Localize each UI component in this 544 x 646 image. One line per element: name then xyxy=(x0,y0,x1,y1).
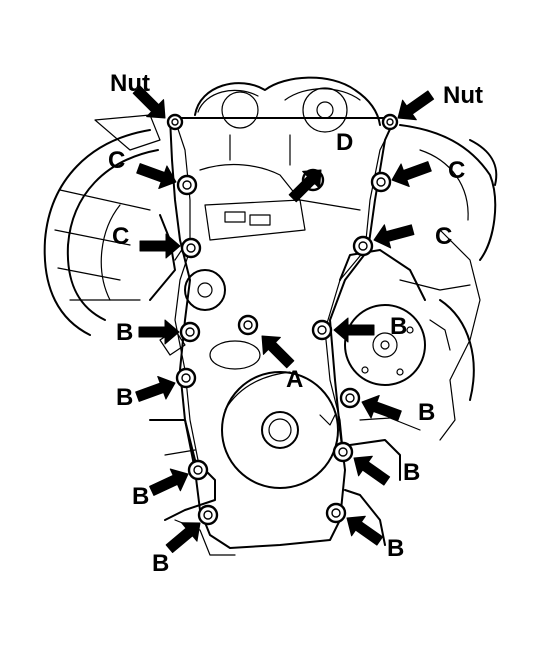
bolt-c-lower-right xyxy=(352,235,374,257)
bolt-b-left-2 xyxy=(175,367,197,389)
label-b-left-3: B xyxy=(132,483,149,510)
arrow-b-right-1 xyxy=(333,317,375,343)
arrow-b-left-2 xyxy=(132,371,180,409)
bolt-c-upper-left xyxy=(176,174,198,196)
bolt-b-left-4 xyxy=(197,504,219,526)
arrow-c-lower-left xyxy=(139,233,181,259)
label-b-right-1: B xyxy=(390,313,407,340)
bolt-c-lower-left xyxy=(180,237,202,259)
label-nut-right: Nut xyxy=(443,82,483,109)
bolt-c-upper-right xyxy=(370,171,392,193)
bolt-b-right-4 xyxy=(325,502,347,524)
bolt-b-left-1 xyxy=(179,321,201,343)
arrow-b-right-3 xyxy=(346,447,395,492)
label-c-upper-right: C xyxy=(448,157,465,184)
nut-right-bolt xyxy=(381,113,399,131)
label-c-lower-right: C xyxy=(435,223,452,250)
label-b-left-2: B xyxy=(116,384,133,411)
arrow-b-left-1 xyxy=(138,319,180,345)
nut-left-bolt xyxy=(166,113,184,131)
arrow-b-right-4 xyxy=(339,507,388,552)
label-c-upper-left: C xyxy=(108,147,125,174)
label-b-right-2: B xyxy=(418,399,435,426)
bolt-a xyxy=(237,314,259,336)
arrow-c-lower-right xyxy=(370,217,417,253)
bolt-b-right-3 xyxy=(332,441,354,463)
label-b-left-1: B xyxy=(116,319,133,346)
label-c-lower-left: C xyxy=(112,223,129,250)
label-a: A xyxy=(286,366,303,393)
label-d: D xyxy=(336,129,353,156)
engine-body-lines xyxy=(43,76,498,556)
bolt-b-right-2 xyxy=(339,387,361,409)
arrow-c-upper-right xyxy=(387,154,435,192)
label-nut-left: Nut xyxy=(110,70,150,97)
arrow-b-right-2 xyxy=(357,390,405,428)
bolt-b-left-3 xyxy=(187,459,209,481)
label-b-left-4: B xyxy=(152,550,169,577)
callout-labels: Nut Nut C C D C C A B B B B B B B B xyxy=(108,70,483,577)
arrow-b-left-3 xyxy=(146,462,194,503)
label-b-right-4: B xyxy=(387,535,404,562)
label-b-right-3: B xyxy=(403,459,420,486)
bolt-b-right-1 xyxy=(311,319,333,341)
